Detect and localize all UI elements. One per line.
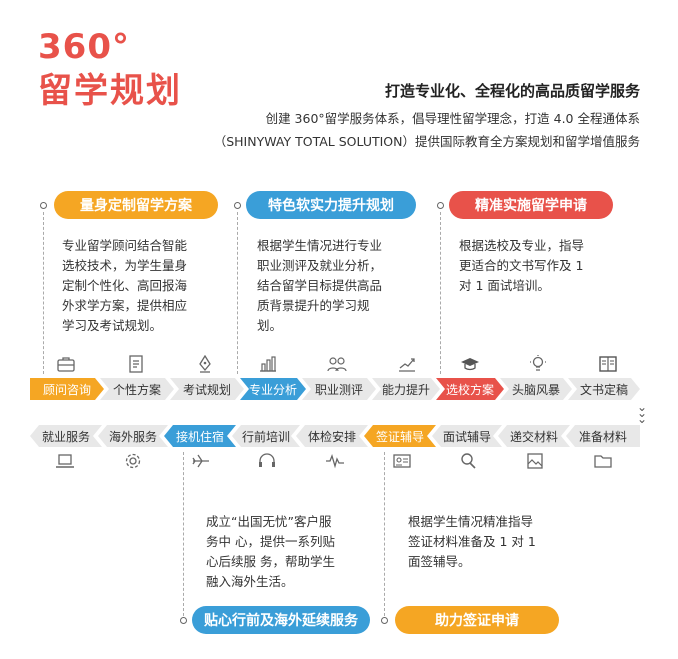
description-line-1: 创建 360°留学服务体系，倡导理性留学理念，打造 4.0 全程通体系 bbox=[265, 111, 640, 126]
text-line: 面签辅导。 bbox=[408, 554, 471, 569]
section-pill-custom-plan: 量身定制留学方案 bbox=[54, 191, 218, 219]
timeline-line bbox=[43, 212, 44, 374]
timeline-dot bbox=[437, 202, 444, 209]
text-line: 根据学生情况进行专业 bbox=[257, 238, 383, 253]
section-text-custom-plan: 专业留学顾问结合智能 选校技术，为学生量身 定制个性化、高回报海 外求学方案，提… bbox=[62, 236, 234, 336]
timeline-dot bbox=[234, 202, 241, 209]
magnifier-icon bbox=[456, 451, 480, 471]
description-line-2: （SHINYWAY TOTAL SOLUTION）提供国际教育全方案规划和留学增… bbox=[213, 134, 640, 149]
text-line: 对 1 面试培训。 bbox=[459, 278, 550, 293]
briefcase-icon bbox=[54, 354, 78, 374]
lightbulb-icon bbox=[526, 354, 550, 374]
timeline-dot bbox=[40, 202, 47, 209]
step-interview-coaching: 面试辅导 bbox=[432, 425, 502, 447]
step-submit-materials: 递交材料 bbox=[498, 425, 570, 447]
step-prepare-materials: 准备材料 bbox=[566, 425, 640, 447]
folder-icon bbox=[591, 451, 615, 471]
text-line: 选校技术，为学生量身 bbox=[62, 258, 188, 273]
text-line: 专业留学顾问结合智能 bbox=[62, 238, 188, 253]
step-personal-plan: 个性方案 bbox=[100, 378, 174, 400]
id-card-icon bbox=[390, 451, 414, 471]
laptop-icon bbox=[53, 451, 77, 471]
text-line: 定制个性化、高回报海 bbox=[62, 278, 188, 293]
step-school-selection: 选校方案 bbox=[436, 378, 504, 400]
section-pill-application: 精准实施留学申请 bbox=[449, 191, 613, 219]
step-exam-plan: 考试规划 bbox=[170, 378, 244, 400]
growth-chart-icon bbox=[395, 354, 419, 374]
step-career-test: 职业测评 bbox=[302, 378, 376, 400]
step-employment: 就业服务 bbox=[30, 425, 102, 447]
timeline-line bbox=[384, 452, 385, 616]
step-predeparture: 行前培训 bbox=[232, 425, 300, 447]
page-title: 360° 留学规划 bbox=[38, 30, 182, 108]
step-consultation: 顾问咨询 bbox=[30, 378, 104, 400]
chevron-down-icon: ⌄⌄⌄ bbox=[637, 400, 648, 426]
step-brainstorm: 头脑风暴 bbox=[500, 378, 572, 400]
text-line: 结合留学目标提供高品 bbox=[257, 278, 383, 293]
step-pickup-housing: 接机住宿 bbox=[164, 425, 236, 447]
book-icon bbox=[596, 354, 620, 374]
text-line: 更适合的文书写作及 1 bbox=[459, 258, 584, 273]
step-medical-check: 体检安排 bbox=[296, 425, 368, 447]
pen-nib-icon bbox=[193, 354, 217, 374]
timeline-line bbox=[237, 212, 238, 374]
gear-icon bbox=[121, 451, 145, 471]
text-line: 质背景提升的学习规 bbox=[257, 298, 370, 313]
step-document-final: 文书定稿 bbox=[568, 378, 640, 400]
step-major-analysis: 专业分析 bbox=[240, 378, 306, 400]
text-line: 划。 bbox=[257, 318, 283, 333]
step-ability-boost: 能力提升 bbox=[372, 378, 440, 400]
airplane-icon bbox=[189, 451, 213, 471]
title-line-2: 留学规划 bbox=[38, 71, 182, 111]
text-line: 根据学生情况精准指导 bbox=[408, 514, 534, 529]
text-line: 签证材料准备及 1 对 1 bbox=[408, 534, 536, 549]
page-subtitle: 打造专业化、全程化的高品质留学服务 bbox=[384, 82, 640, 100]
title-line-1: 360° bbox=[38, 27, 130, 67]
section-text-visa: 根据学生情况精准指导 签证材料准备及 1 对 1 面签辅导。 bbox=[408, 512, 588, 572]
section-text-application: 根据选校及专业，指导 更适合的文书写作及 1 对 1 面试培训。 bbox=[459, 236, 639, 296]
section-pill-visa: 助力签证申请 bbox=[395, 606, 559, 634]
document-edit-icon bbox=[124, 354, 148, 374]
text-line: 外求学方案，提供相应 bbox=[62, 298, 188, 313]
section-pill-soft-skills: 特色软实力提升规划 bbox=[246, 191, 416, 219]
text-line: 根据选校及专业，指导 bbox=[459, 238, 585, 253]
timeline-line bbox=[440, 212, 441, 374]
step-visa-coaching: 签证辅导 bbox=[364, 425, 436, 447]
text-line: 务中 心，提供一系列贴 bbox=[206, 534, 335, 549]
heartbeat-icon bbox=[323, 451, 347, 471]
users-icon bbox=[325, 354, 349, 374]
text-line: 融入海外生活。 bbox=[206, 574, 294, 589]
section-text-soft-skills: 根据学生情况进行专业 职业测评及就业分析， 结合留学目标提供高品 质背景提升的学… bbox=[257, 236, 429, 336]
text-line: 成立“出国无忧”客户服 bbox=[206, 514, 332, 529]
step-overseas-service: 海外服务 bbox=[98, 425, 168, 447]
text-line: 职业测评及就业分析， bbox=[257, 258, 383, 273]
section-pill-overseas-service: 贴心行前及海外延续服务 bbox=[192, 606, 370, 634]
headset-icon bbox=[255, 451, 279, 471]
text-line: 心后续服 务，帮助学生 bbox=[206, 554, 335, 569]
timeline-dot bbox=[180, 617, 187, 624]
text-line: 学习及考试规划。 bbox=[62, 318, 163, 333]
section-text-overseas: 成立“出国无忧”客户服 务中 心，提供一系列贴 心后续服 务，帮助学生 融入海外… bbox=[206, 512, 378, 592]
bar-chart-icon bbox=[256, 354, 280, 374]
timeline-dot bbox=[381, 617, 388, 624]
timeline-line bbox=[183, 452, 184, 616]
graduation-cap-icon bbox=[458, 354, 482, 374]
mail-image-icon bbox=[523, 451, 547, 471]
